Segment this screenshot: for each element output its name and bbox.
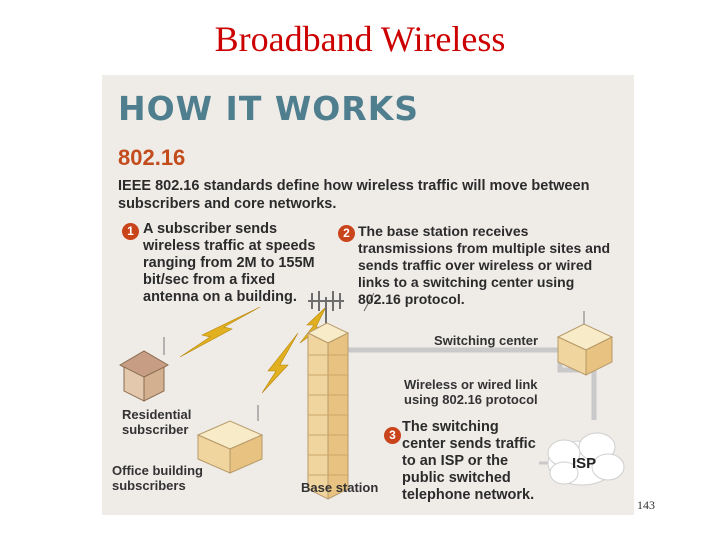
standard-label: 802.16 xyxy=(118,145,186,170)
lightning-bolt xyxy=(179,306,261,358)
base-station-antenna xyxy=(308,291,344,325)
page-number: 143 xyxy=(637,498,655,512)
slide-title: Broadband Wireless xyxy=(214,19,506,59)
link-label: Wireless or wired link using 802.16 prot… xyxy=(404,377,538,407)
office-right xyxy=(229,434,263,474)
isp-label: ISP xyxy=(572,455,597,472)
step-2-badge: 2 xyxy=(338,225,355,242)
step-2-text: The base station receives transmissions … xyxy=(358,223,611,307)
intro-text: IEEE 802.16 standards define how wireles… xyxy=(118,178,590,212)
base-station-pointer xyxy=(363,292,375,312)
step-3-badge: 3 xyxy=(384,427,401,444)
network-illustration xyxy=(119,291,625,500)
how-it-works-graphic: HOW IT WORKS 802.16 IEEE 802.16 standard… xyxy=(102,75,634,515)
step-1-text: A subscriber sends wireless traffic at s… xyxy=(143,221,316,305)
step-3-text: The switching center sends traffic to an… xyxy=(402,419,536,503)
base-station-building xyxy=(306,292,375,500)
base-station-label: Base station xyxy=(301,480,379,495)
switching-center-label: Switching center xyxy=(434,333,539,348)
office-building xyxy=(196,405,264,474)
switch-right xyxy=(585,336,613,376)
house-right xyxy=(143,366,165,402)
tower-left-face xyxy=(307,332,329,500)
how-it-works-heading: HOW IT WORKS xyxy=(118,89,420,128)
residential-label: Residential subscriber xyxy=(122,407,192,437)
tower-right-face xyxy=(327,332,349,500)
lightning-bolt xyxy=(261,332,299,394)
office-label: Office building subscribers xyxy=(112,463,203,493)
residential-house xyxy=(119,337,169,402)
switching-center-building xyxy=(556,311,614,376)
step-1-badge: 1 xyxy=(122,223,139,240)
wireless-signals xyxy=(179,306,327,394)
isp-cloud xyxy=(547,432,625,486)
